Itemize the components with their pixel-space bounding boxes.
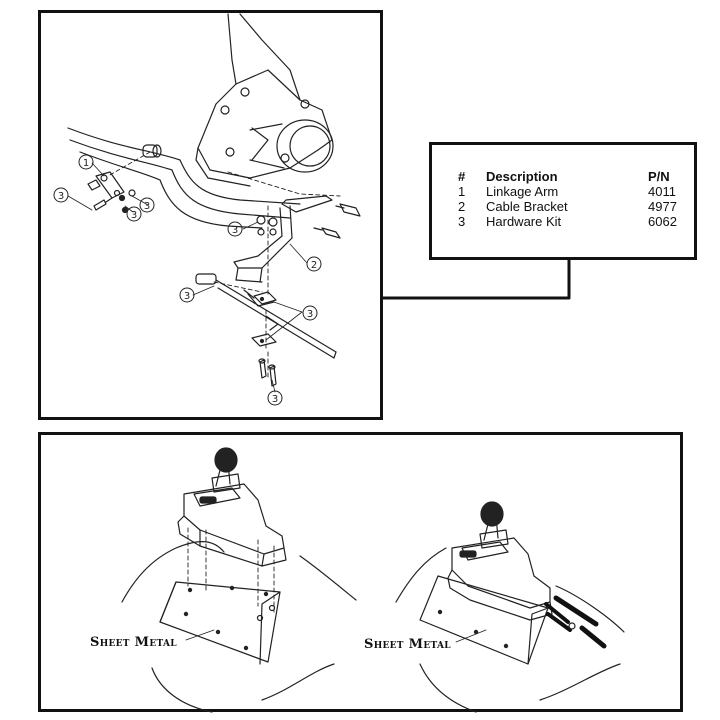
right-cables	[544, 595, 607, 649]
callout-3: 3	[307, 309, 313, 320]
header-pn: P/N	[648, 169, 670, 184]
table-row: 3 Hardware Kit 6062	[458, 214, 688, 229]
left-base-plate	[159, 581, 281, 665]
callout-leaders	[67, 162, 308, 393]
sheet-metal-label-left: Sheet Metal	[90, 635, 177, 650]
parts-table: # Description P/N 1 Linkage Arm 4011 2 C…	[429, 142, 697, 260]
callout-circle	[267, 390, 283, 406]
right-shifter	[447, 501, 553, 621]
alignment-lines	[107, 151, 341, 381]
callout-circle	[126, 206, 142, 222]
callout-circle	[179, 287, 195, 303]
row-num: 1	[458, 184, 466, 199]
transmission-housing	[195, 13, 334, 187]
callout-circles	[53, 154, 322, 406]
row-pn: 4977	[648, 199, 677, 214]
callout-3: 3	[272, 394, 278, 405]
callout-3: 3	[58, 191, 64, 202]
install-view-panel	[38, 432, 683, 712]
row-desc: Linkage Arm	[486, 184, 559, 199]
row-desc: Cable Bracket	[486, 199, 568, 214]
left-shifter	[177, 447, 287, 567]
hardware-arm	[87, 179, 136, 214]
header-description: Description	[486, 169, 558, 184]
callout-3: 3	[232, 225, 238, 236]
cable-clamps	[251, 291, 279, 347]
leader-connector	[381, 258, 571, 300]
table-row: 1 Linkage Arm 4011	[458, 184, 688, 199]
linkage-arm	[95, 144, 162, 199]
callout-circle	[53, 187, 69, 203]
callout-2: 2	[311, 260, 317, 271]
callout-1: 1	[83, 158, 89, 169]
callout-circle	[227, 221, 243, 237]
row-num: 3	[458, 214, 466, 229]
table-row: 2 Cable Bracket 4977	[458, 199, 688, 214]
row-num: 2	[458, 199, 466, 214]
header-num: #	[458, 169, 466, 184]
callout-circle	[302, 305, 318, 321]
bolts	[256, 203, 361, 239]
left-tunnel	[121, 541, 357, 713]
sheet-metal-label-right: Sheet Metal	[364, 637, 451, 652]
right-tunnel	[395, 547, 625, 713]
cable-bracket	[233, 195, 333, 283]
callout-circle	[78, 154, 94, 170]
left-dashed-guides	[187, 527, 275, 613]
row-pn: 4011	[648, 184, 676, 199]
bottom-screws	[258, 358, 277, 387]
exploded-view-panel	[38, 10, 383, 420]
callout-circle	[306, 256, 322, 272]
sheet-metal-leaders	[185, 629, 487, 643]
callout-3: 3	[131, 210, 137, 221]
callout-circle	[139, 197, 155, 213]
parts-table-header: # Description P/N	[458, 169, 688, 184]
row-pn: 6062	[648, 214, 677, 229]
callout-3: 3	[184, 291, 190, 302]
callout-3: 3	[144, 201, 150, 212]
frame-rail	[67, 127, 301, 229]
row-desc: Hardware Kit	[486, 214, 562, 229]
